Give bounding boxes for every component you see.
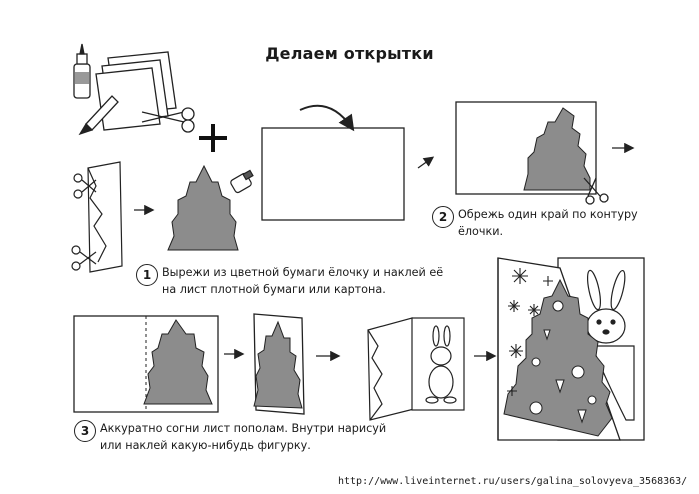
step2-tree [523, 107, 591, 191]
step2-line-1: Обрежь один край по контуру [458, 208, 638, 221]
page-title: Делаем открытки [265, 44, 434, 63]
step2-line-2: ёлочки. [458, 225, 504, 238]
bunny-small-head [430, 346, 452, 366]
step1-number-badge: 1 [136, 264, 158, 286]
snowflake-icons [507, 268, 553, 396]
step3-line-1: Аккуратно согни лист пополам. Внутри нар… [100, 422, 387, 435]
step1-line-2: на лист плотной бумаги или картона. [162, 283, 386, 296]
step1-scissors-top-icon [73, 173, 97, 199]
step1-scissors-bottom-icon [71, 245, 97, 271]
finished-card [497, 257, 645, 441]
step3-tree-2 [253, 320, 303, 409]
materials-group [73, 43, 195, 136]
step1-text: Вырежи из цветной бумаги ёлочку и наклей… [162, 264, 443, 298]
plus-icon [199, 124, 227, 152]
bunny-small-ear-right [443, 325, 451, 347]
bunny-small-body [428, 365, 454, 399]
blank-card [261, 127, 405, 221]
scissors-icon [141, 107, 195, 133]
step1-line-1: Вырежи из цветной бумаги ёлочку и наклей… [162, 266, 444, 279]
step1-tree [167, 164, 239, 251]
step3-tree-1 [143, 319, 213, 405]
folded-paper-cut [87, 161, 123, 273]
bunny-large [586, 269, 635, 421]
pencil-icon [78, 95, 119, 136]
step3-number-badge: 3 [74, 420, 96, 442]
glue-tube-icon [230, 169, 254, 194]
bunny-small-ear-left [432, 325, 440, 347]
rotate-arrow-icon [299, 104, 355, 132]
step3-line-2: или наклей какую-нибудь фигурку. [100, 439, 311, 452]
step3-card-inside [367, 317, 465, 421]
arrow-to-step2-icon [417, 156, 435, 169]
step2-scissors-icon [583, 177, 609, 205]
finished-tree [503, 278, 613, 437]
step2-text: Обрежь один край по контуру ёлочки. [458, 206, 638, 240]
step2-number-badge: 2 [432, 206, 454, 228]
ornaments [529, 300, 597, 424]
step3-text: Аккуратно согни лист пополам. Внутри нар… [100, 420, 386, 454]
glue-bottle-icon [73, 43, 91, 99]
paper-sheets-icon [95, 51, 177, 131]
footer-url: http://www.liveinternet.ru/users/galina_… [338, 476, 688, 487]
